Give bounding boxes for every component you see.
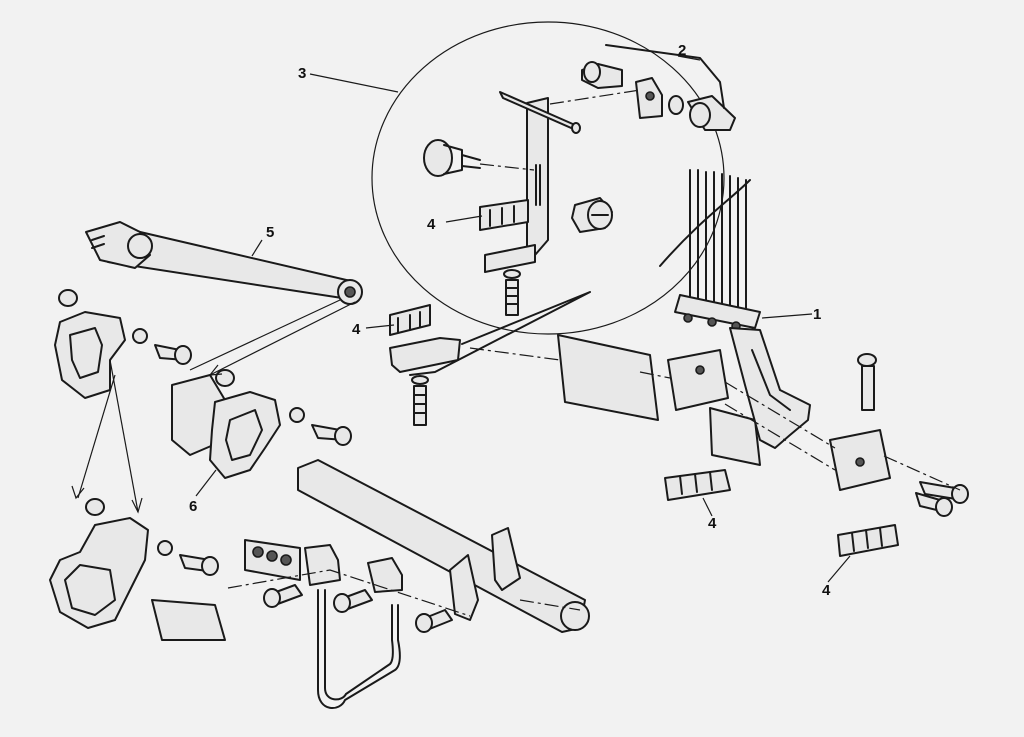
link-arm xyxy=(85,221,363,305)
comb-clips xyxy=(664,469,899,557)
comb-bracket-assembly xyxy=(659,169,811,449)
callout-4-detail: 4 xyxy=(427,216,436,233)
callouts: 1 2 3 4 4 4 4 5 6 xyxy=(189,42,831,599)
clamp-top-left xyxy=(54,289,192,399)
channel-long xyxy=(557,334,761,466)
detail-screw xyxy=(503,269,521,316)
callout-1: 1 xyxy=(813,306,821,323)
callout-6: 6 xyxy=(189,498,197,515)
detail-knob-right xyxy=(571,197,613,233)
detail-clamp-block xyxy=(479,199,529,231)
callout-3: 3 xyxy=(298,65,306,82)
detail-bracket xyxy=(484,91,581,273)
center-clamp-blocks xyxy=(389,304,461,426)
leader-arrows xyxy=(71,299,356,514)
bottom-hooks xyxy=(449,527,521,621)
detail-knob-left xyxy=(423,139,535,177)
callout-2: 2 xyxy=(678,42,686,59)
bottom-u-bolt xyxy=(244,539,453,709)
clamp-bottom-left xyxy=(49,498,226,641)
callout-leaders xyxy=(195,55,851,583)
detail-circle xyxy=(371,21,725,335)
clamp-middle xyxy=(171,369,352,479)
callout-5: 5 xyxy=(266,224,274,241)
bottom-rail xyxy=(297,459,590,633)
detail-pin-set xyxy=(549,44,736,131)
callout-4-center: 4 xyxy=(352,321,361,338)
callout-4-right: 4 xyxy=(708,515,717,532)
right-block-and-screws xyxy=(829,353,969,517)
callout-4-far-right: 4 xyxy=(822,582,831,599)
center-lines xyxy=(227,291,836,617)
